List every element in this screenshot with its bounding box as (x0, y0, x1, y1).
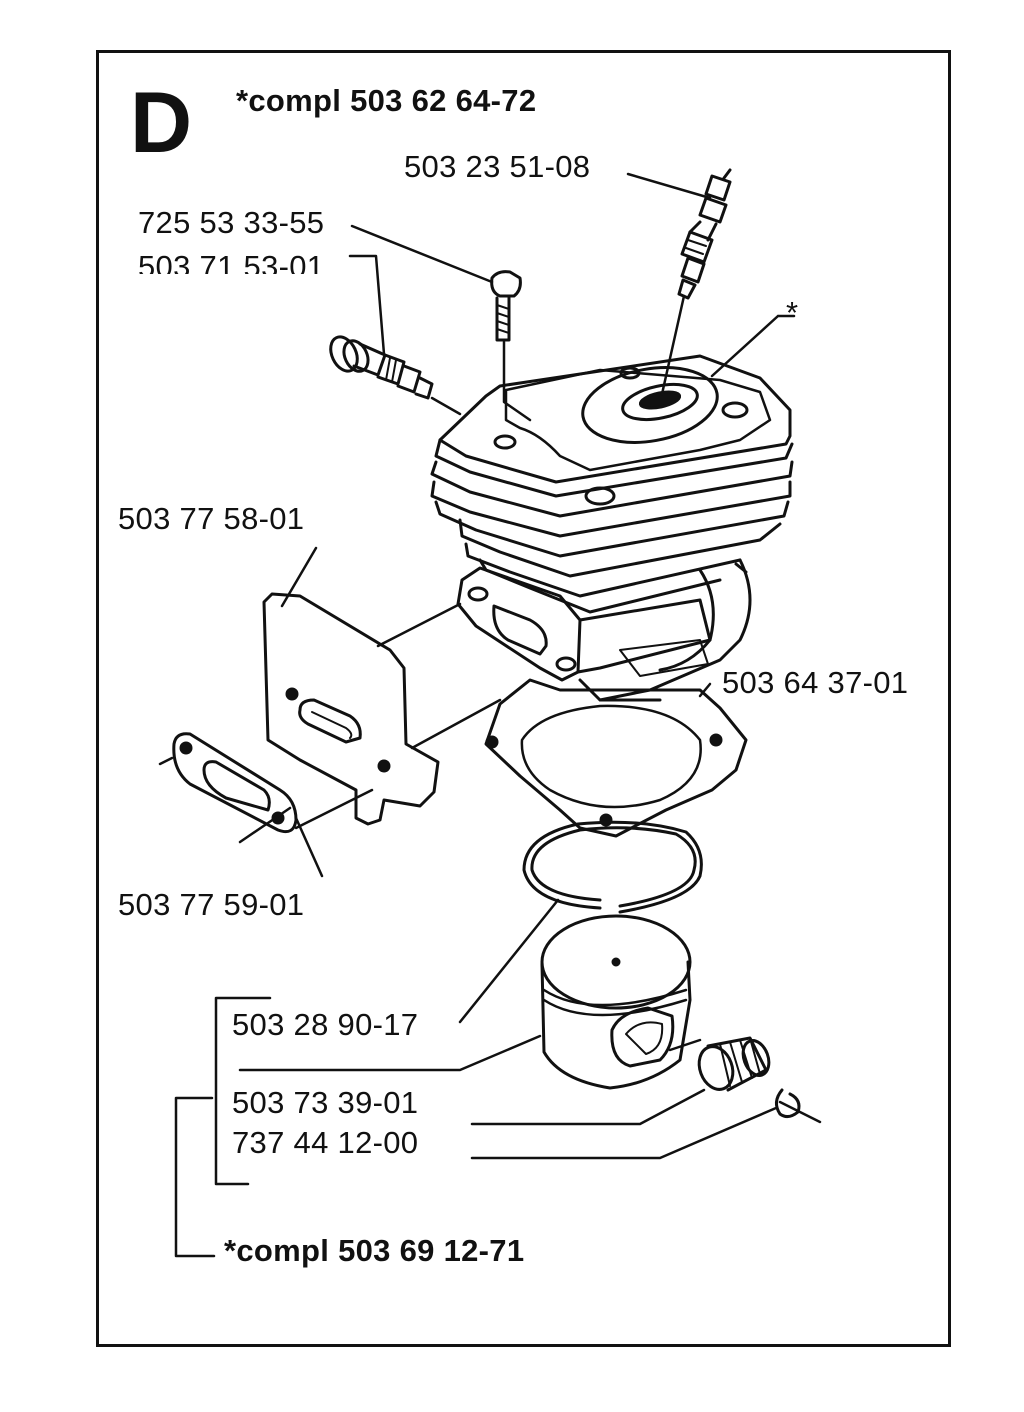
cylinder-drawing (430, 354, 794, 702)
heat-shield-part-number: 503 77 58-01 (118, 501, 305, 536)
leader-shield-cylinder (376, 602, 462, 648)
base-gasket-part-number: 503 64 37-01 (722, 665, 909, 700)
heat-shield-drawing (262, 592, 440, 826)
leader-piston-ring (458, 898, 560, 1024)
leader-valve (348, 254, 386, 356)
needle-bearing-part-number: 503 73 39-01 (232, 1085, 419, 1120)
leader-lines (158, 172, 822, 1258)
leader-heat-shield (280, 546, 318, 608)
leader-piston (238, 1034, 542, 1072)
leader-screw-axis (502, 340, 532, 422)
spark-plug-part-number: 503 23 51-08 (404, 149, 591, 184)
leader-base-gasket (698, 682, 712, 698)
decompression-valve-part-number: 503 71 53-01 (138, 250, 325, 274)
circlip-drawing (775, 1088, 801, 1119)
screw-drawing (490, 270, 522, 342)
leader-bearing (470, 1088, 706, 1126)
diagram-frame (96, 50, 951, 1347)
cylinder-marker: * (786, 295, 799, 330)
leader-circlip (470, 1106, 778, 1160)
cylinder-kit-label: *compl 503 62 64-72 (236, 83, 537, 118)
exhaust-gasket-part-number: 503 77 59-01 (118, 887, 305, 922)
piston-kit-bracket-inner (214, 996, 272, 1186)
leader-gasket-lower (238, 806, 292, 844)
leader-gasket-shield-2 (294, 788, 374, 830)
leader-screw (350, 224, 494, 284)
screw-part-number: 725 53 33-55 (138, 205, 325, 240)
piston-drawing (540, 914, 692, 1090)
piston-ring-part-number: 503 28 90-17 (232, 1007, 419, 1042)
leader-gasket-shield (410, 698, 502, 750)
piston-kit-bracket-outer (174, 1096, 216, 1258)
piston-kit-label: *compl 503 69 12-71 (224, 1233, 525, 1268)
decompression-valve-drawing (329, 335, 434, 400)
spark-plug-drawing (677, 168, 732, 300)
leader-spark-plug-axis (660, 294, 686, 396)
leader-gasket-left (158, 756, 174, 766)
leader-circlip-axis (778, 1100, 822, 1124)
leader-cylinder-marker (710, 314, 796, 378)
leader-valve-axis (430, 396, 462, 416)
leader-spark-plug (626, 172, 712, 200)
piston-ring-drawing (522, 820, 703, 914)
needle-bearing-drawing (697, 1036, 771, 1092)
circlip-part-number: 737 44 12-00 (232, 1125, 419, 1160)
leader-exhaust-gasket (294, 816, 324, 878)
base-gasket-drawing (484, 678, 748, 838)
leader-pin-axis (668, 1038, 702, 1052)
section-letter: D (130, 75, 193, 171)
